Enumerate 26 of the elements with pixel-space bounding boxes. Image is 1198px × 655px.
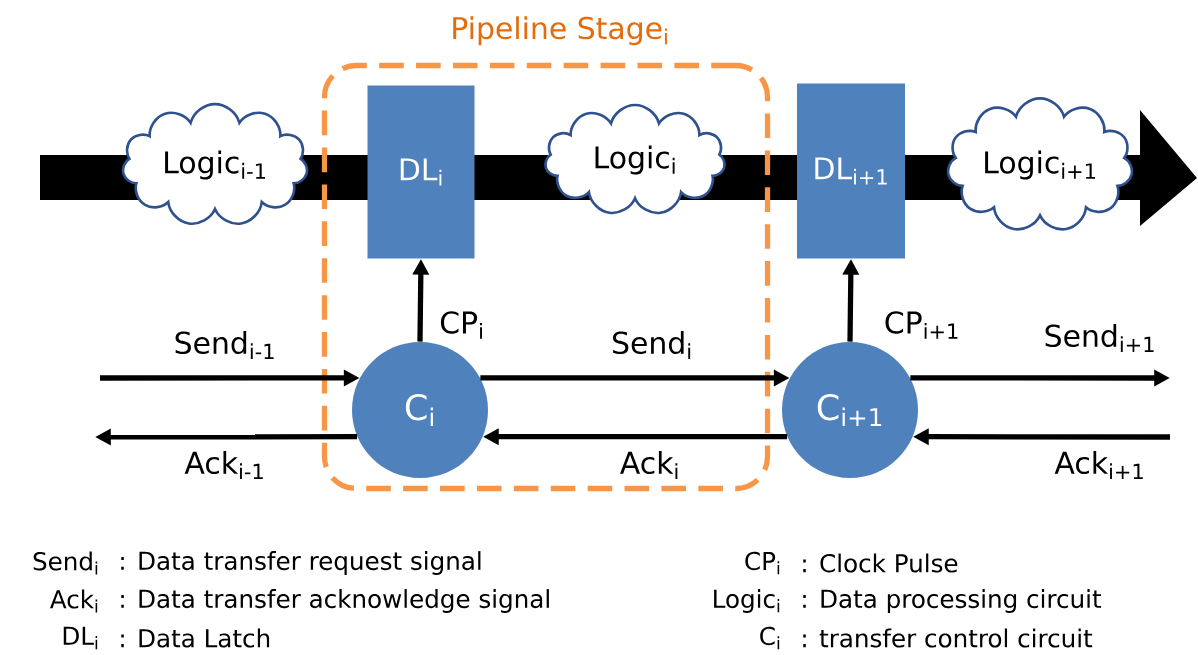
description-label: : Data Latch bbox=[121, 628, 270, 648]
symbol-label: DL$_{i}$ bbox=[63, 626, 98, 650]
edge-label: Send$_{i+1}$ bbox=[1041, 322, 1159, 354]
edge-label: CP$_{i+1}$ bbox=[882, 309, 962, 341]
logic-cloud: Logic$_{i}$ bbox=[544, 103, 726, 215]
node-label: Pipeline Stage$_{i}$ bbox=[453, 16, 667, 46]
edge-label: Ack$_{i+1}$ bbox=[1052, 449, 1148, 481]
description-label: : Data processing circuit bbox=[803, 589, 1102, 613]
symbol-label: Send$_{i}$ bbox=[33, 551, 98, 575]
description-label: : Data transfer acknowledge signal bbox=[121, 589, 549, 613]
edge-label: Send$_{i-1}$ bbox=[171, 329, 279, 361]
edge-label: Ack$_{i}$ bbox=[618, 449, 682, 481]
logic-cloud: Logic$_{i-1}$ bbox=[121, 102, 309, 225]
description-label: : Data transfer request signal bbox=[121, 551, 481, 575]
latch-box: DL$_{i+1}$ bbox=[797, 83, 905, 259]
edge-label: CP$_{i}$ bbox=[437, 309, 487, 341]
description-label: : Clock Pulse bbox=[803, 553, 958, 573]
latch-box: DL$_{i}$ bbox=[367, 85, 475, 259]
symbol-label: C$_{i}$ bbox=[760, 626, 780, 650]
symbol-label: CP$_{i}$ bbox=[745, 551, 780, 575]
description-label: : transfer control circuit bbox=[803, 628, 1093, 648]
edge-label: Send$_{i}$ bbox=[609, 329, 695, 361]
symbol-label: Ack$_{i}$ bbox=[50, 589, 98, 613]
edge-label: Ack$_{i-1}$ bbox=[182, 449, 268, 481]
logic-cloud: Logic$_{i+1}$ bbox=[946, 97, 1134, 231]
symbol-label: Logic$_{i}$ bbox=[714, 589, 780, 613]
